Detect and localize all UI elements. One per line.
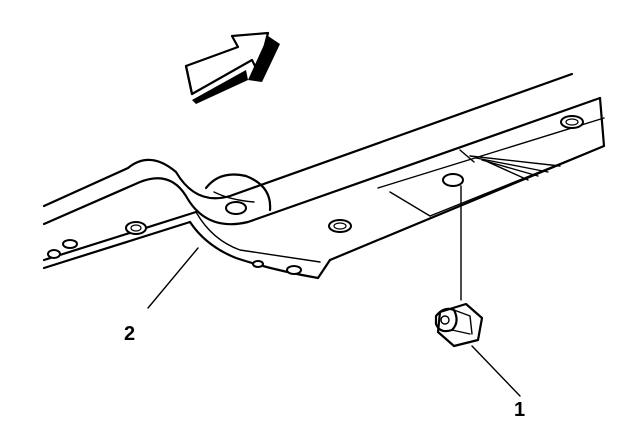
callout-2: 2: [124, 323, 135, 345]
clip-fastener: [434, 185, 484, 348]
rail-panel: [42, 72, 606, 280]
forward-arrow-icon: [184, 31, 280, 104]
mounting-holes: [47, 115, 584, 275]
callout-1: 1: [514, 399, 525, 421]
leader-lines: [147, 247, 521, 397]
